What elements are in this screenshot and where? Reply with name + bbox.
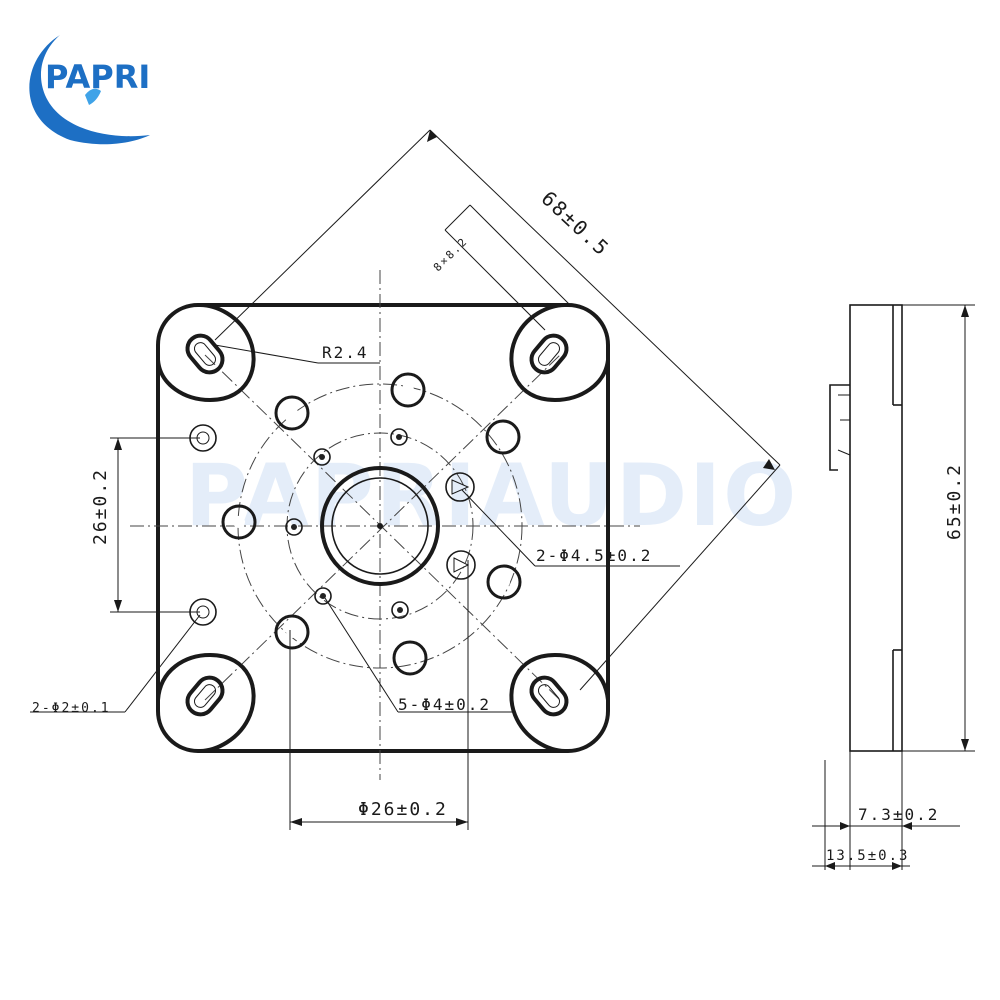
side-body bbox=[849, 304, 903, 752]
dim-mount-holes: 2-Φ2±0.1 bbox=[32, 701, 111, 716]
dim-pin-holes: 2-Φ4.5±0.2 bbox=[536, 546, 652, 565]
papri-logo: PAPRI bbox=[29, 35, 150, 145]
corner-mount-bottom-right bbox=[509, 652, 610, 753]
dim-side-thickness: 7.3±0.2 bbox=[858, 805, 939, 824]
corner-mount-top-left bbox=[156, 303, 256, 403]
central-bore-outer bbox=[320, 466, 440, 586]
dim-small-holes: 5-Φ4±0.2 bbox=[398, 695, 491, 714]
dimension-lines bbox=[30, 129, 781, 830]
dim-side-total: 13.5±0.3 bbox=[826, 848, 909, 864]
pitch-circle-inner bbox=[286, 432, 474, 620]
dim-diagonal-68: 68±0.5 bbox=[537, 186, 615, 261]
dim-slot: 8×8.2 bbox=[431, 234, 471, 274]
pin-holes-large bbox=[221, 372, 522, 676]
small-holes bbox=[285, 428, 409, 619]
dim-height-65: 65±0.2 bbox=[944, 463, 965, 540]
logo-surfer-icon bbox=[85, 88, 101, 105]
side-view bbox=[812, 304, 975, 870]
pin-holes-4-5 bbox=[445, 472, 476, 580]
central-bore-inner bbox=[331, 477, 429, 575]
dim-pcd: Φ26±0.2 bbox=[358, 799, 448, 820]
corner-mount-bottom-left bbox=[156, 652, 256, 753]
watermark-text: PAPRIAUDIO bbox=[185, 446, 798, 546]
dim-vertical-26: 26±0.2 bbox=[90, 468, 111, 545]
bore-center-point bbox=[377, 523, 383, 529]
logo-swoosh-icon bbox=[29, 35, 150, 145]
mount-holes-phi2 bbox=[189, 424, 217, 626]
logo-text: PAPRI bbox=[45, 58, 150, 96]
plate-outline bbox=[156, 303, 610, 753]
corner-mount-top-right bbox=[509, 303, 610, 403]
front-view bbox=[130, 270, 640, 780]
side-clip bbox=[829, 384, 850, 471]
dim-radius: R2.4 bbox=[322, 343, 369, 362]
